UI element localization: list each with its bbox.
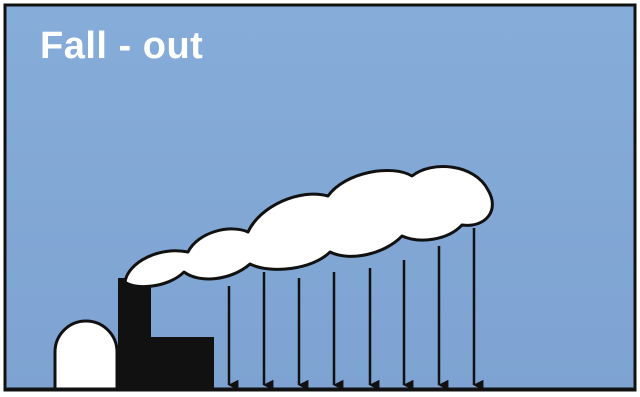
diagram-title: Fall - out: [40, 24, 203, 68]
reactor-dome-building: [55, 321, 117, 389]
